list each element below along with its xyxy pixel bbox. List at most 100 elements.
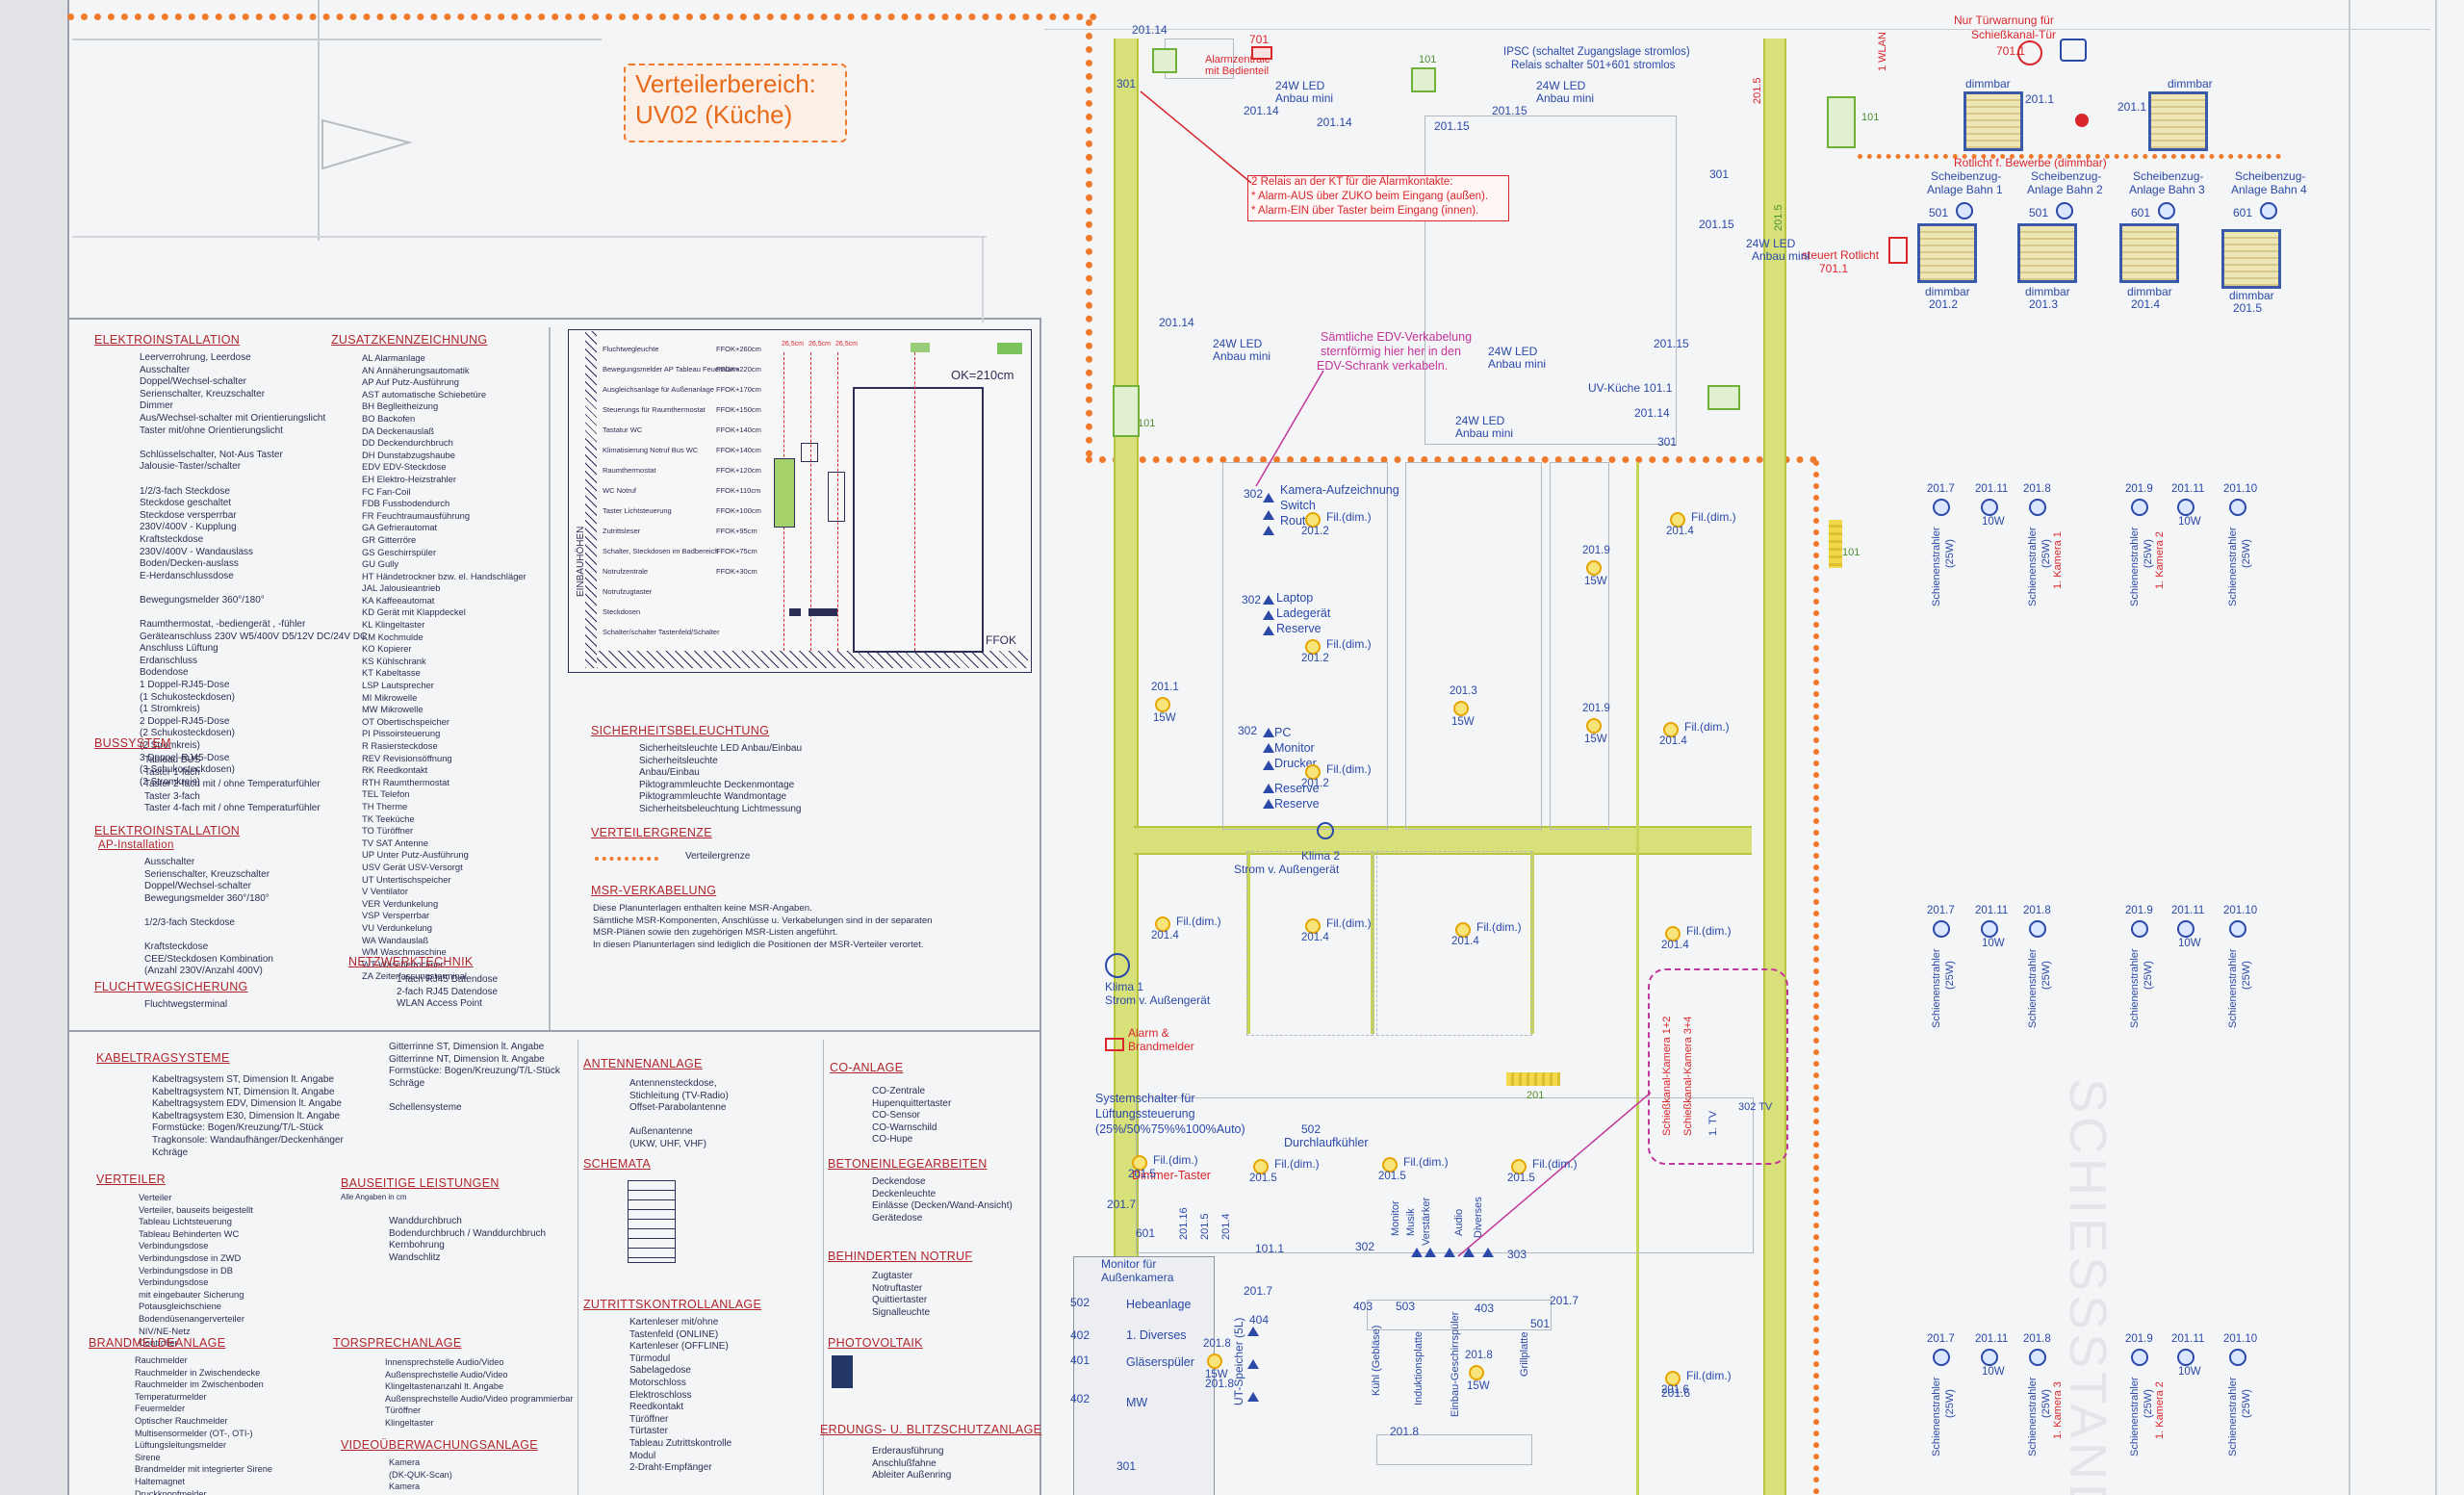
wattage-label: 10W xyxy=(1982,1366,2005,1378)
panel-code: 201.1 xyxy=(2118,100,2147,114)
code-label: 201.11 xyxy=(1975,905,2009,916)
legend-item: Türöffner xyxy=(629,1413,669,1425)
legend-item: Kamera xyxy=(389,1457,421,1467)
legend-item: Kchräge xyxy=(152,1147,189,1158)
section-row: Schalter, Steckdosen im BadbereichFFOK+7… xyxy=(603,547,761,567)
panel-dim-label: dimmbar xyxy=(2168,77,2213,90)
schienenstrahler-label: Schienenstrahler xyxy=(2027,948,2039,1028)
bahn-sub: 201.5 xyxy=(2233,301,2263,315)
legend-item: TV SAT Antenne xyxy=(362,837,428,848)
section-row-label: Notrufzugtaster xyxy=(603,587,653,596)
network-socket-icon xyxy=(1263,760,1274,770)
alarm-central-label2: mit Bedienteil xyxy=(1205,65,1270,77)
door-warn-note: Nur Türwarnung für xyxy=(1954,13,2054,27)
reserve-label: Reserve xyxy=(1276,622,1322,635)
spotlight-icon xyxy=(2177,920,2194,938)
legend-behind-title: BEHINDERTEN NOTRUF xyxy=(828,1250,973,1263)
wattage-label: (25W) xyxy=(2241,961,2252,990)
legend-item: Signalleuchte xyxy=(872,1306,931,1318)
legend-item xyxy=(140,437,367,450)
code-label: 402 xyxy=(1070,1328,1091,1342)
code-label: 201.8 xyxy=(2023,905,2051,916)
legend-item: Geräteanschluss 230V W5/400V D5/12V DC/2… xyxy=(140,631,368,642)
network-socket-icon xyxy=(1263,526,1274,535)
legend-item: BO Backofen xyxy=(362,412,416,424)
code-label: 201.5 xyxy=(1507,1173,1535,1184)
wattage-label: 10W xyxy=(1982,938,2005,949)
section-cm2: 26,5cm xyxy=(808,341,831,348)
code-label: 201.4 xyxy=(1666,526,1694,537)
section-row-label: Taster Lichtsteuerung xyxy=(603,506,672,515)
led-label2: Anbau mini xyxy=(1275,91,1334,105)
ceiling-light-icon xyxy=(1155,916,1170,932)
legend-item: GR Gitterröre xyxy=(362,533,417,545)
mw-label: MW xyxy=(1126,1396,1148,1409)
legend-item: Taster 3-fach xyxy=(144,790,200,802)
code-label: 201.7 xyxy=(1927,905,1955,916)
legend-item: BH Beglleitheizung xyxy=(362,400,439,412)
code-label: 201.15 xyxy=(1492,104,1527,117)
emergency-light-icon xyxy=(1707,385,1740,410)
led-label: 24W LED xyxy=(1488,345,1538,358)
network-socket-icon xyxy=(1247,1327,1259,1336)
network-socket-icon xyxy=(1247,1392,1259,1402)
camera-label: 1. Kamera 2 xyxy=(2154,531,2166,589)
network-socket-icon xyxy=(1263,743,1274,753)
legend-bau-title: BAUSEITIGE LEISTUNGEN xyxy=(341,1176,500,1190)
led-label2: Anbau mini xyxy=(1536,91,1595,105)
code-label: 201.3 xyxy=(1450,685,1477,697)
bahn-title: Scheibenzug- xyxy=(2031,169,2102,183)
code-label: 201.10 xyxy=(2223,483,2258,495)
edv-note: Sämtliche EDV-Verkabelung xyxy=(1321,330,1473,344)
tv-label: 1. TV xyxy=(1707,1110,1719,1136)
code-label: 402 xyxy=(1070,1392,1091,1405)
spotlight-icon xyxy=(1981,1349,1998,1366)
section-row-height: FFOK+140cm xyxy=(716,425,761,434)
code-label: 201.7 xyxy=(1927,1333,1955,1345)
legend-item: Verbindungsdose in ZWD xyxy=(139,1251,242,1263)
section-row-height: FFOK+100cm xyxy=(716,506,761,515)
kamera-label: Kamera-Aufzeichnung xyxy=(1280,483,1399,497)
legend-antenne-title: ANTENNENANLAGE xyxy=(583,1057,703,1070)
legend-item: WA Wandauslaß xyxy=(362,934,429,945)
code-label: 302 xyxy=(1238,724,1258,737)
legend-item: VER Verdunkelung xyxy=(362,897,439,909)
monitor-kamera-label2: Außenkamera xyxy=(1101,1271,1174,1284)
legend-item: Sicherheitsbeleuchtung Lichtmessung xyxy=(639,803,802,814)
camera-label: 1. Kamera 2 xyxy=(2154,1381,2166,1439)
legend-item: (1 Schukosteckdosen) xyxy=(140,691,235,703)
wattage-label: 10W xyxy=(1982,516,2005,528)
ipsc-note2: Relais schalter 501+601 stromlos xyxy=(1511,60,1676,71)
wall-line xyxy=(2435,0,2437,1495)
code-label: 201.4 xyxy=(1451,936,1479,947)
legend-item: WM Waschmaschine xyxy=(362,946,447,958)
fixture-label: Fil.(dim.) xyxy=(1176,915,1221,928)
legend-item: Erdanschluss xyxy=(140,655,198,666)
legend-item: (Deckenmontage) xyxy=(389,1494,459,1495)
alarm-icon xyxy=(1105,1038,1124,1051)
legend-item: 2-Draht-Empfänger xyxy=(629,1462,712,1474)
legend-item: AN Annäherungsautomatik xyxy=(362,364,470,375)
section-row-height: FFOK+220cm xyxy=(716,365,761,374)
code-label: 201.9 xyxy=(2125,1333,2153,1345)
alarm-note-line2: * Alarm-AUS über ZUKO beim Eingang (auße… xyxy=(1251,191,1489,202)
legend-item xyxy=(389,1090,560,1102)
bahn-title: Scheibenzug- xyxy=(1931,169,2002,183)
legend-item: CO-Sensor xyxy=(872,1110,921,1121)
wattage-label: 10W xyxy=(2178,1366,2201,1378)
ceiling-light-icon xyxy=(1207,1353,1222,1369)
network-socket-icon xyxy=(1424,1248,1436,1257)
klima2-label2: Strom v. Außengerät xyxy=(1234,863,1340,876)
legend-item: Kabeltragsystem ST, Dimension lt. Angabe xyxy=(152,1074,334,1085)
legend-item: KM Kochmulde xyxy=(362,631,424,642)
legend-item: RTH Raumthermostat xyxy=(362,776,449,787)
legend-antenne-list: Antennensteckdose,Stichleitung (TV-Radio… xyxy=(629,1078,729,1151)
room-outline xyxy=(1073,1256,1215,1495)
ceiling-light-icon xyxy=(1586,560,1602,576)
code-label: 201.14 xyxy=(1317,116,1352,129)
fixture-label: Fil.(dim.) xyxy=(1686,924,1732,938)
legend-item: Wanddurchbruch xyxy=(389,1216,462,1226)
room-outline xyxy=(1550,462,1609,830)
